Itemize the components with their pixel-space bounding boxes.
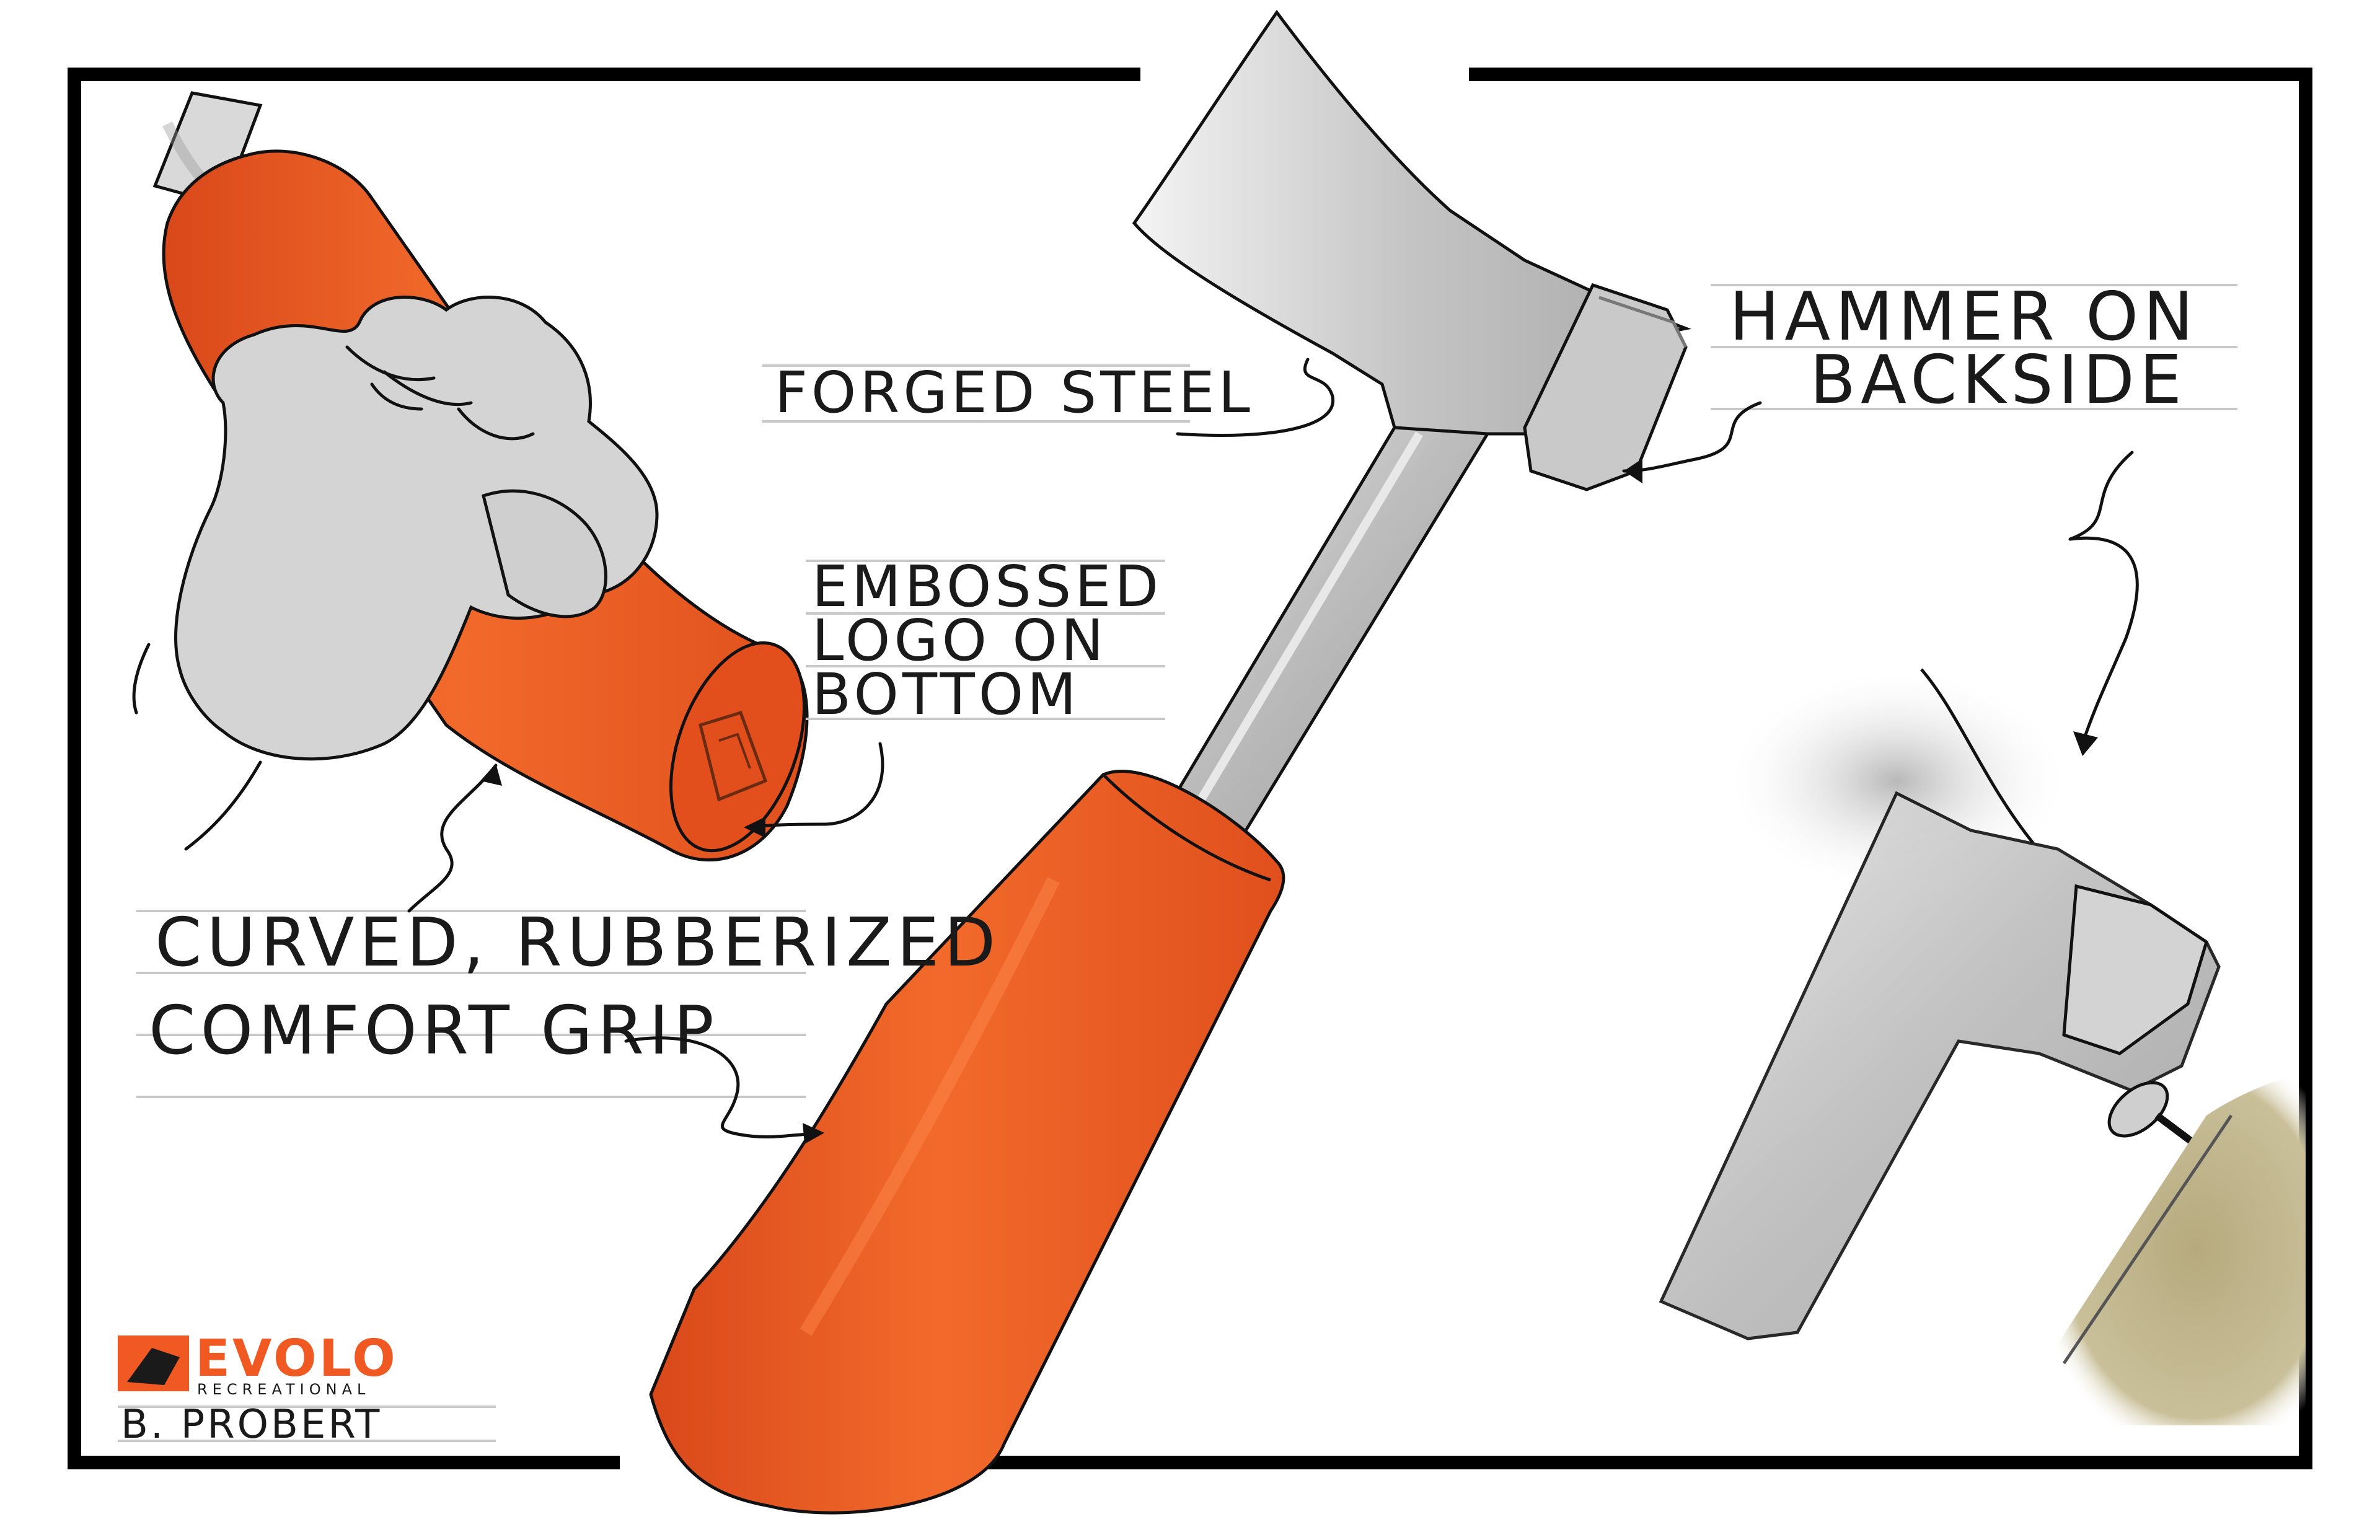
label-grip-line1: CURVED, RUBBERIZED (155, 904, 1000, 982)
designer-signature: B. PROBERT (121, 1402, 382, 1448)
brand-name: EVOLO (195, 1329, 398, 1388)
hand-grip-illustration (132, 91, 809, 862)
axe-illustration (649, 9, 1691, 1515)
brand-tagline: RECREATIONAL (197, 1381, 370, 1398)
annotations: FORGED STEEL HAMMER ON BACKSIDE EMBOSSED… (136, 278, 2237, 1144)
hammer-strike-illustration (1659, 668, 2306, 1425)
label-logo-line2: LOGO ON (812, 607, 1108, 674)
frame (68, 68, 2312, 1469)
label-grip-line2: COMFORT GRIP (149, 992, 719, 1070)
label-logo-line1: EMBOSSED (812, 553, 1162, 620)
label-logo-line3: BOTTOM (812, 661, 1080, 728)
label-hammer-line2: BACKSIDE (1810, 341, 2187, 419)
label-hammer-line1: HAMMER ON (1729, 278, 2198, 356)
label-forged-steel: FORGED STEEL (775, 359, 1254, 426)
brand-block: EVOLO RECREATIONAL B. PROBERT (118, 1329, 496, 1448)
